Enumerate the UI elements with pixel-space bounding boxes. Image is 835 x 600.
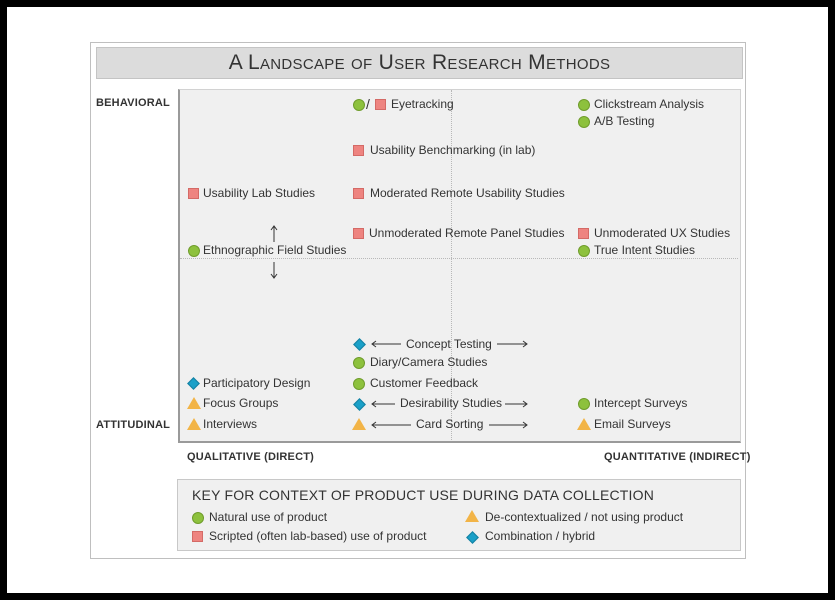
title-bar: A Landscape of User Research Methods bbox=[96, 47, 743, 79]
legend-scripted: Scripted (often lab-based) use of produc… bbox=[205, 529, 426, 543]
method-label: Usability Lab Studies bbox=[203, 186, 316, 200]
legend-label: Scripted (often lab-based) use of produc… bbox=[209, 529, 427, 543]
method-label: Email Surveys bbox=[594, 417, 671, 431]
method-intercept-surveys: Intercept Surveys bbox=[590, 396, 687, 410]
legend-decontextualized: De-contextualized / not using product bbox=[481, 510, 683, 524]
decontextualized-marker bbox=[187, 418, 201, 430]
natural-use-marker bbox=[578, 245, 590, 257]
method-label: Desirability Studies bbox=[400, 396, 503, 410]
natural-use-marker bbox=[578, 99, 590, 111]
method-label: Focus Groups bbox=[203, 396, 279, 410]
method-moderated-remote: Moderated Remote Usability Studies bbox=[366, 186, 565, 200]
left-arrow-icon bbox=[371, 340, 401, 348]
method-card-sorting: Card Sorting bbox=[412, 417, 483, 431]
method-label: Intercept Surveys bbox=[594, 396, 688, 410]
legend-scripted-icon bbox=[192, 531, 203, 542]
method-usability-benchmarking: Usability Benchmarking (in lab) bbox=[366, 143, 535, 157]
method-label: Concept Testing bbox=[406, 337, 492, 351]
natural-use-marker bbox=[578, 116, 590, 128]
method-label: Participatory Design bbox=[203, 376, 311, 390]
legend-title: KEY FOR CONTEXT OF PRODUCT USE DURING DA… bbox=[192, 487, 655, 503]
scripted-use-marker bbox=[578, 228, 589, 239]
decontextualized-marker bbox=[187, 397, 201, 409]
method-label: Eyetracking bbox=[391, 97, 454, 111]
method-concept-testing: Concept Testing bbox=[402, 337, 492, 351]
right-arrow-icon bbox=[505, 400, 528, 408]
method-label: Unmoderated UX Studies bbox=[594, 226, 731, 240]
method-interviews: Interviews bbox=[199, 417, 257, 431]
decontextualized-marker bbox=[577, 418, 591, 430]
scripted-use-marker bbox=[353, 188, 364, 199]
plot-area bbox=[178, 89, 741, 443]
axis-label-qualitative: QUALITATIVE (DIRECT) bbox=[187, 451, 315, 463]
method-label: Diary/Camera Studies bbox=[370, 355, 488, 369]
page-title: A Landscape of User Research Methods bbox=[228, 51, 611, 74]
legend-natural: Natural use of product bbox=[205, 510, 327, 524]
method-unmoderated-ux: Unmoderated UX Studies bbox=[590, 226, 730, 240]
scripted-use-marker bbox=[375, 99, 386, 110]
left-arrow-icon bbox=[371, 400, 395, 408]
vertical-divider bbox=[451, 90, 452, 440]
method-label: True Intent Studies bbox=[594, 243, 695, 257]
method-label: Moderated Remote Usability Studies bbox=[370, 186, 565, 200]
method-clickstream: Clickstream Analysis bbox=[590, 97, 704, 111]
legend-box bbox=[177, 479, 741, 551]
legend-label: De-contextualized / not using product bbox=[485, 510, 684, 524]
legend-label: Combination / hybrid bbox=[485, 529, 596, 543]
right-arrow-icon bbox=[489, 421, 528, 429]
method-email-surveys: Email Surveys bbox=[590, 417, 671, 431]
natural-use-marker bbox=[578, 398, 590, 410]
method-true-intent: True Intent Studies bbox=[590, 243, 695, 257]
method-diary-camera: Diary/Camera Studies bbox=[366, 355, 487, 369]
decontextualized-marker bbox=[352, 418, 366, 430]
scripted-use-marker bbox=[353, 228, 364, 239]
left-arrow-icon bbox=[371, 421, 411, 429]
legend-combination: Combination / hybrid bbox=[481, 529, 595, 543]
scripted-use-marker bbox=[353, 145, 364, 156]
legend-decontextualized-icon bbox=[465, 510, 479, 522]
method-ab-testing: A/B Testing bbox=[590, 114, 654, 128]
method-usability-lab: Usability Lab Studies bbox=[199, 186, 315, 200]
up-arrow-icon bbox=[270, 225, 278, 242]
method-focus-groups: Focus Groups bbox=[199, 396, 278, 410]
method-participatory-design: Participatory Design bbox=[199, 376, 310, 390]
method-label: Interviews bbox=[203, 417, 258, 431]
axis-label-behavioral: BEHAVIORAL bbox=[96, 97, 170, 109]
slash-divider: / bbox=[366, 96, 370, 112]
method-label: Unmoderated Remote Panel Studies bbox=[369, 226, 565, 240]
method-label: Usability Benchmarking (in lab) bbox=[370, 143, 536, 157]
method-label: Clickstream Analysis bbox=[594, 97, 705, 111]
method-customer-feedback: Customer Feedback bbox=[366, 376, 478, 390]
method-label: A/B Testing bbox=[594, 114, 655, 128]
horizontal-divider bbox=[180, 258, 738, 259]
method-ethnographic: Ethnographic Field Studies bbox=[199, 243, 346, 257]
method-eyetracking: Eyetracking bbox=[387, 97, 454, 111]
axis-label-attitudinal: ATTITUDINAL bbox=[96, 419, 171, 431]
legend-natural-icon bbox=[192, 512, 204, 524]
method-label: Card Sorting bbox=[416, 417, 484, 431]
method-label: Ethnographic Field Studies bbox=[203, 243, 347, 257]
natural-use-marker bbox=[188, 245, 200, 257]
legend-label: Natural use of product bbox=[209, 510, 328, 524]
method-unmoderated-panel: Unmoderated Remote Panel Studies bbox=[365, 226, 564, 240]
right-arrow-icon bbox=[497, 340, 528, 348]
method-label: Customer Feedback bbox=[370, 376, 479, 390]
method-desirability: Desirability Studies bbox=[396, 396, 502, 410]
axis-label-quantitative: QUANTITATIVE (INDIRECT) bbox=[604, 451, 751, 463]
natural-use-marker bbox=[353, 378, 365, 390]
down-arrow-icon bbox=[270, 262, 278, 279]
scripted-use-marker bbox=[188, 188, 199, 199]
natural-use-marker bbox=[353, 99, 365, 111]
natural-use-marker bbox=[353, 357, 365, 369]
